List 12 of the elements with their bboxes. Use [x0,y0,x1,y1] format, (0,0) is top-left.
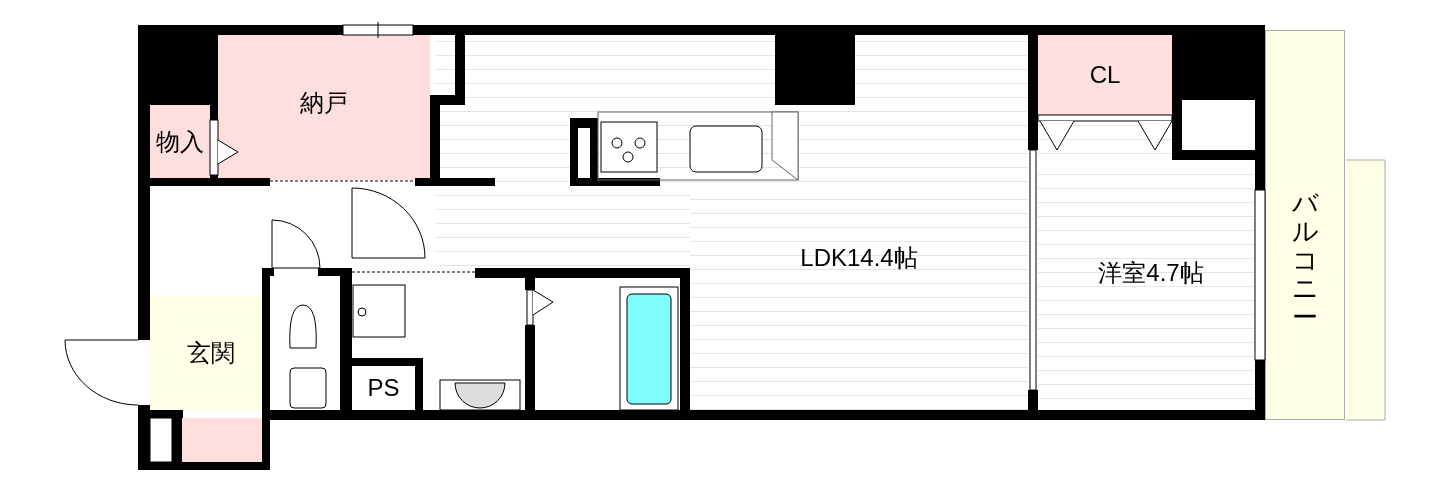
room-label: 洋室4.7帖 [1098,257,1204,288]
room-label: LDK14.4帖 [800,243,918,273]
closet-area [150,105,210,178]
room-label: 納戸 [300,87,348,118]
room-label: PS [367,373,400,403]
room-label: 物入 [156,126,204,157]
entrance-hall [150,296,262,410]
room-label: CL [1089,60,1121,90]
storage-room [218,35,430,180]
room-label: 玄関 [187,338,235,368]
room-label: バルコニー [1292,188,1318,332]
closet-area [1038,35,1172,115]
